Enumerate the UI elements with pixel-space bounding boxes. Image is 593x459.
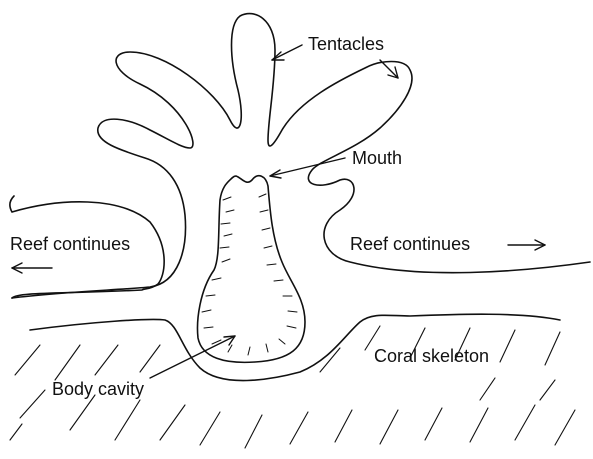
tentacles-arrow-head-1 <box>272 52 284 60</box>
polyp-body-outline <box>12 14 590 298</box>
body-cavity-outline <box>198 176 305 363</box>
reef-continues-right-label: Reef continues <box>350 234 470 254</box>
tentacles-label: Tentacles <box>308 34 384 54</box>
cavity-hatch-marks <box>202 194 297 355</box>
mouth-arrow <box>270 158 345 176</box>
coral-skeleton-label: Coral skeleton <box>374 346 489 366</box>
reef-continues-left-label: Reef continues <box>10 234 130 254</box>
body-cavity-label: Body cavity <box>52 379 144 399</box>
mouth-label: Mouth <box>352 148 402 168</box>
arrows <box>12 45 545 378</box>
body-cavity-arrow <box>150 336 235 378</box>
tentacles-arrow <box>272 45 302 60</box>
